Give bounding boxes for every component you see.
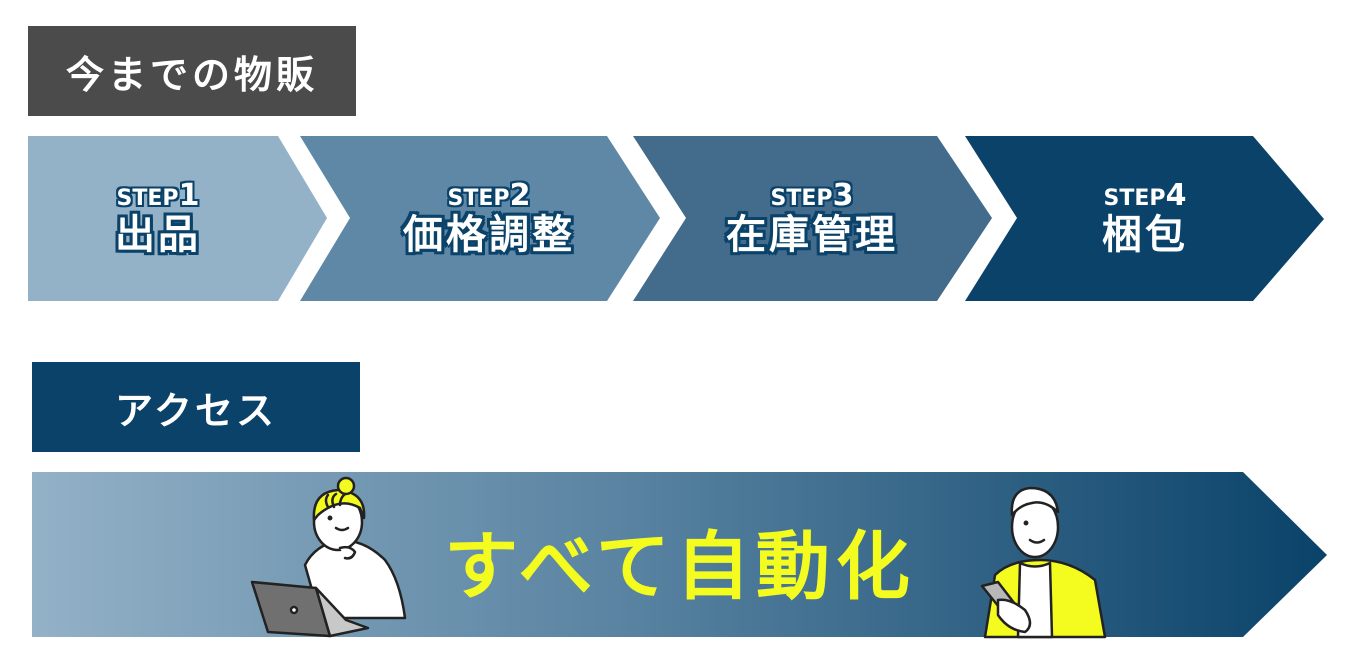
after-section-label: アクセス — [32, 362, 360, 452]
step-1-title: 出品 — [115, 211, 201, 258]
step-2: STEP2 価格調整 — [330, 136, 648, 301]
before-section-label: 今までの物販 — [28, 26, 356, 116]
step-1-tag: STEP1 — [116, 177, 200, 213]
step-2-title: 価格調整 — [403, 211, 575, 258]
step-1: STEP1 出品 — [28, 136, 288, 301]
man-phone-illustration — [980, 486, 1107, 639]
step-3-tag: STEP3 — [770, 177, 854, 213]
step-4-tag: STEP4 — [1103, 177, 1187, 213]
step-3-title: 在庫管理 — [726, 211, 898, 258]
step-4: STEP4 梱包 — [1000, 136, 1290, 301]
automation-headline: すべて自動化 — [444, 523, 916, 610]
step-2-tag: STEP2 — [447, 177, 531, 213]
woman-laptop-illustration — [250, 476, 407, 638]
step-3: STEP3 在庫管理 — [662, 136, 962, 301]
step-1-chevron — [28, 136, 327, 301]
step-4-title: 梱包 — [1102, 211, 1188, 258]
step-3-chevron — [633, 136, 992, 301]
step-4-chevron — [965, 136, 1324, 301]
step-2-chevron — [300, 136, 660, 301]
